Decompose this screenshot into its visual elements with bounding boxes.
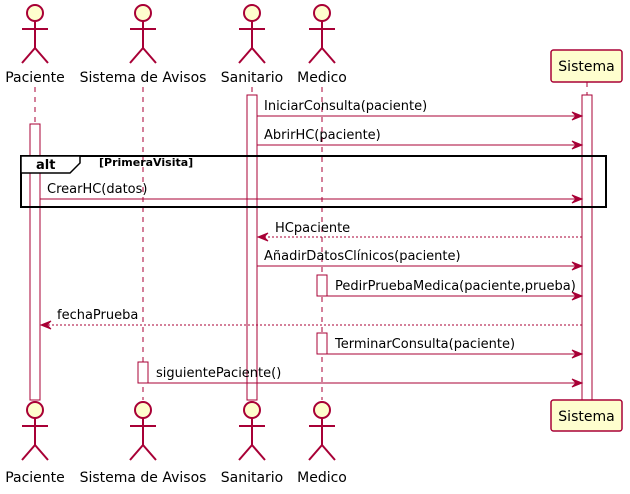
participant-box (550, 49, 623, 83)
activation-bar-paciente (29, 123, 41, 401)
participant-label: Sistema de Avisos (80, 70, 207, 86)
participant-sistema-de-avisos-bottom: Sistema de Avisos (80, 401, 207, 486)
message-siguiente-paciente: siguientePaciente() (148, 366, 584, 388)
participant-medico-top: Medico (297, 4, 347, 86)
arrowhead-icon (39, 320, 52, 330)
message-pedir-prueba-medica: PedirPruebaMedica(paciente,prueba) (327, 279, 584, 301)
message-label: fechaPrueba (57, 308, 138, 323)
participant-paciente-bottom: Paciente (5, 401, 65, 486)
actor-icon (238, 4, 266, 64)
actor-icon (129, 401, 157, 461)
participant-label: Sistema (558, 409, 614, 425)
arrowhead-icon (571, 111, 584, 121)
participant-label: Paciente (5, 470, 65, 486)
activation-bar-sistema-de-avisos (137, 361, 149, 384)
actor-icon (21, 401, 49, 461)
participant-sanitario-top: Sanitario (221, 4, 284, 86)
participant-sanitario-bottom: Sanitario (221, 401, 284, 486)
participant-label: Sanitario (221, 470, 284, 486)
participant-label: Sistema (558, 59, 614, 75)
fragment-condition: [PrimeraVisita] (99, 156, 193, 169)
participant-sistema-bottom: Sistema (550, 399, 623, 432)
arrowhead-icon (571, 291, 584, 301)
activation-bar-medico-2 (316, 332, 328, 355)
actor-icon (129, 4, 157, 64)
message-label: HCpaciente (275, 221, 350, 236)
participant-label: Medico (297, 70, 347, 86)
arrowhead-icon (571, 194, 584, 204)
message-label: TerminarConsulta(paciente) (334, 337, 515, 352)
actor-icon (308, 4, 336, 64)
participant-label: Medico (297, 470, 347, 486)
message-abrir-hc: AbrirHC(paciente) (257, 128, 584, 150)
participant-sistema-de-avisos-top: Sistema de Avisos (80, 4, 207, 86)
participant-sistema-top: Sistema (550, 49, 623, 83)
activation-bar-sistema (581, 94, 593, 401)
fragment-tab (20, 155, 81, 174)
activation-bar-medico-1 (316, 274, 328, 297)
actor-icon (21, 4, 49, 64)
message-hc-paciente: HCpaciente (256, 221, 582, 242)
message-anadir-datos-clinicos: AñadirDatosClínicos(paciente) (257, 249, 584, 271)
arrowhead-icon (571, 349, 584, 359)
participant-medico-bottom: Medico (297, 401, 347, 486)
arrowhead-icon (571, 140, 584, 150)
message-label: PedirPruebaMedica(paciente,prueba) (335, 279, 576, 294)
arrowhead-icon (256, 232, 269, 242)
participant-label: Sanitario (221, 70, 284, 86)
participant-paciente-top: Paciente (5, 4, 65, 86)
alt-fragment: alt [PrimeraVisita] (20, 155, 607, 208)
message-crear-hc: CrearHC(datos) (40, 182, 584, 204)
arrowhead-icon (571, 261, 584, 271)
fragment-frame (20, 155, 607, 208)
participant-box (550, 399, 623, 432)
message-label: AbrirHC(paciente) (264, 128, 381, 143)
message-label: IniciarConsulta(paciente) (264, 99, 427, 114)
fragment-operator: alt (36, 158, 55, 173)
activation-bar-sanitario (246, 94, 258, 401)
actor-icon (238, 401, 266, 461)
message-label: siguientePaciente() (156, 366, 281, 381)
message-fecha-prueba: fechaPrueba (39, 308, 582, 330)
message-label: AñadirDatosClínicos(paciente) (264, 249, 461, 264)
message-terminar-consulta: TerminarConsulta(paciente) (327, 337, 584, 359)
message-label: CrearHC(datos) (47, 182, 147, 197)
arrowhead-icon (571, 378, 584, 388)
actor-icon (308, 401, 336, 461)
participant-label: Paciente (5, 70, 65, 86)
participant-label: Sistema de Avisos (80, 470, 207, 486)
message-iniciar-consulta: IniciarConsulta(paciente) (257, 99, 584, 121)
